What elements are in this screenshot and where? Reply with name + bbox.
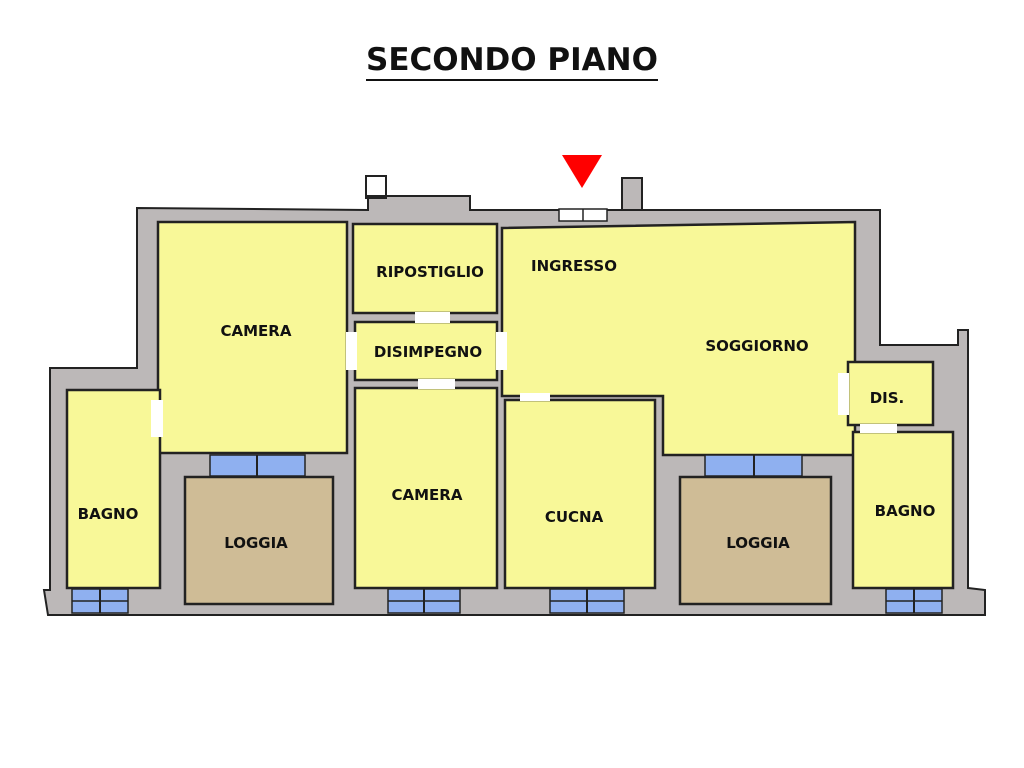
red-triangle-entrance-icon — [562, 155, 602, 188]
windows — [71, 454, 943, 614]
page-title: SECONDO PIANO — [0, 42, 1024, 81]
label-bagno-2: BAGNO — [875, 502, 936, 520]
room-loggia-1 — [183, 475, 335, 606]
title-text: SECONDO PIANO — [366, 42, 658, 81]
room-cucina — [503, 398, 657, 590]
room-loggia-2 — [678, 475, 833, 606]
label-loggia-1: LOGGIA — [224, 534, 288, 552]
label-camera-1: CAMERA — [221, 322, 292, 340]
label-dis: DIS. — [870, 389, 905, 407]
label-camera-2: CAMERA — [392, 486, 463, 504]
room-camera-2 — [353, 386, 499, 590]
room-camera-1 — [156, 220, 349, 455]
doorway — [418, 379, 455, 389]
doorway — [151, 400, 163, 437]
room-bagno-2 — [851, 430, 955, 590]
room-ingresso-soggiorno — [500, 220, 857, 457]
label-disimpegno: DISIMPEGNO — [374, 343, 482, 361]
doorway — [496, 332, 507, 370]
room-bagno-1 — [65, 388, 162, 590]
chimney — [365, 175, 387, 199]
label-bagno-1: BAGNO — [78, 505, 139, 523]
label-ingresso: INGRESSO — [531, 257, 617, 275]
doorway — [415, 312, 450, 323]
chimney — [621, 177, 643, 211]
label-loggia-2: LOGGIA — [726, 534, 790, 552]
room-ripostiglio — [351, 222, 499, 315]
doorway — [838, 373, 849, 415]
label-ripostiglio: RIPOSTIGLIO — [376, 263, 484, 281]
doorway — [860, 424, 897, 433]
doorway — [346, 332, 357, 370]
room-dis — [846, 360, 935, 427]
label-soggiorno: SOGGIORNO — [705, 337, 808, 355]
doorway — [520, 393, 550, 401]
label-cucina: CUCNA — [545, 508, 604, 526]
